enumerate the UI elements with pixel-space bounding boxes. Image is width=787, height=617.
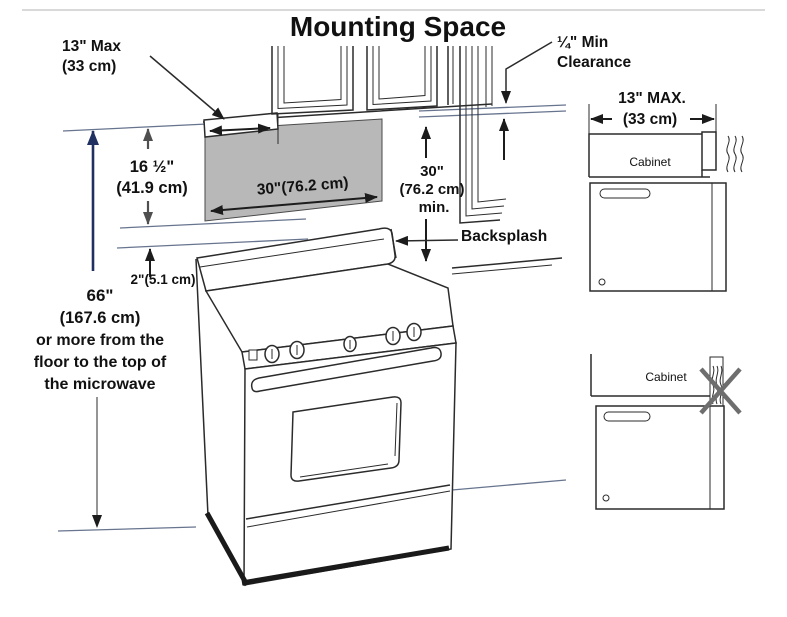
- right-counter: [451, 257, 563, 275]
- height-2-label: 2"(5.1 cm): [131, 272, 196, 287]
- height-66-label-4: floor to the top of: [34, 354, 167, 371]
- clearance-label-2: Clearance: [557, 54, 631, 71]
- floor-line-right: [451, 479, 567, 491]
- reference-lines: [57, 104, 567, 532]
- counter-clearance-label-2: (76.2 cm): [399, 181, 464, 198]
- cabinet-side-return-1: [459, 46, 501, 224]
- steam-line-1: [726, 135, 730, 173]
- cabinet-depth-annotation: 13" Max (33 cm): [62, 38, 271, 136]
- microwave-bottom-reference-line: [119, 218, 307, 229]
- oven-door-window: [290, 396, 402, 482]
- height-66-label-5: the microwave: [44, 376, 155, 393]
- side-depth-cm-label: (33 cm): [623, 111, 677, 128]
- backsplash-top-roll: [199, 238, 385, 268]
- cabinet-to-counter-annotation: 16 ½" (41.9 cm): [116, 128, 188, 225]
- counter-clearance-annotation: 30" (76.2 cm) min.: [399, 126, 465, 262]
- floor-reference-line: [57, 526, 197, 532]
- cabinet-door-left-outer: [271, 46, 354, 115]
- height-16-label-2: (41.9 cm): [116, 179, 188, 197]
- side-diagram-correct: 13" MAX. (33 cm) Cabinet: [588, 90, 744, 292]
- cabinet-door-left-frame: [277, 46, 348, 110]
- range-left-side-edge: [195, 258, 209, 517]
- control-knobs: [248, 322, 422, 364]
- side-cabinet-vent-flap: [701, 131, 717, 171]
- counter-top-edge: [451, 257, 563, 269]
- cabinet-door-right-frame: [372, 46, 432, 106]
- side2-microwave-handle: [603, 411, 651, 422]
- counter-clearance-label-3: min.: [419, 199, 450, 216]
- panel-indicator: [248, 349, 258, 361]
- cabinet-bottom-reference-line: [62, 123, 208, 132]
- backsplash-annotation: Backsplash: [395, 228, 547, 246]
- cabinet-depth-label-1: 13" Max: [62, 38, 121, 55]
- steam-line-2: [733, 135, 737, 173]
- floor-height-annotation: 66" (167.6 cm) or more from the floor to…: [34, 130, 167, 528]
- height-16-label-1: 16 ½": [130, 158, 175, 176]
- opening-width-arrow: [210, 193, 378, 215]
- cabinet-side-return-3: [471, 46, 505, 210]
- height-66-label-2: (167.6 cm): [60, 309, 141, 327]
- counter-front-edge: [451, 264, 553, 275]
- side2-cabinet-label: Cabinet: [645, 370, 687, 384]
- cabinet-depth-label-2: (33 cm): [62, 58, 116, 75]
- side2-microwave-button: [602, 494, 610, 502]
- x-mark-stroke-2: [699, 367, 742, 415]
- steam-lines: [726, 135, 744, 173]
- cabinet-side-return-4: [477, 46, 507, 203]
- x-mark: [699, 367, 742, 415]
- side-cabinet-outline: [588, 133, 702, 177]
- side2-microwave-body: [595, 405, 725, 510]
- annotations: 13" Max (33 cm) ¼" Min Clearance 16 ½" (…: [34, 34, 631, 528]
- oven-door-handle: [250, 346, 442, 393]
- side-microwave-button: [598, 278, 606, 286]
- backsplash-top-reference-line: [116, 238, 309, 249]
- cabinet-side-return-2: [465, 46, 503, 217]
- window-inner-line-right: [394, 402, 398, 457]
- side-depth-label: 13" MAX.: [618, 90, 686, 107]
- clearance-annotation: ¼" Min Clearance: [499, 34, 631, 160]
- clearance-label-1: ¼" Min: [557, 34, 608, 51]
- side-diagram-incorrect: Cabinet: [590, 354, 742, 510]
- cabinet-depth-dimension-arrow: [209, 123, 271, 136]
- counter-clearance-label-1: 30": [420, 163, 444, 180]
- clearance-upper-line: [418, 104, 567, 112]
- side-cabinet-label: Cabinet: [629, 155, 671, 169]
- window-inner-line-bottom: [299, 463, 389, 478]
- cabinet-door-right-panel: [378, 46, 426, 100]
- side-microwave-handle: [599, 188, 651, 199]
- height-66-label-3: or more from the: [36, 332, 164, 349]
- cabinet-depth-leader-arrow: [149, 55, 225, 120]
- side-microwave-body: [589, 182, 727, 292]
- height-66-label-1: 66": [87, 286, 114, 305]
- clearance-leader-arrow-down: [501, 41, 553, 104]
- page-title: Mounting Space: [290, 11, 506, 42]
- range-left-kick-edge: [204, 511, 250, 587]
- range: [195, 227, 457, 587]
- backsplash-leader-arrow: [395, 235, 459, 246]
- blocked-steam-line-3: [719, 365, 723, 405]
- cabinet-door-left-panel: [283, 46, 342, 104]
- backsplash-right-edge: [390, 228, 397, 259]
- cabinet-door-right-outer: [366, 46, 438, 111]
- oven-door-bottom-edge: [245, 484, 451, 520]
- backsplash-label: Backsplash: [461, 228, 547, 245]
- drawer-top-edge: [246, 490, 451, 528]
- range-bottom-edge: [241, 545, 450, 586]
- steam-line-3: [740, 135, 744, 173]
- main-diagram: 13" Max (33 cm) ¼" Min Clearance 16 ½" (…: [34, 34, 631, 587]
- clearance-lower-line: [418, 110, 567, 118]
- backsplash-height-annotation: 2"(5.1 cm): [131, 248, 196, 287]
